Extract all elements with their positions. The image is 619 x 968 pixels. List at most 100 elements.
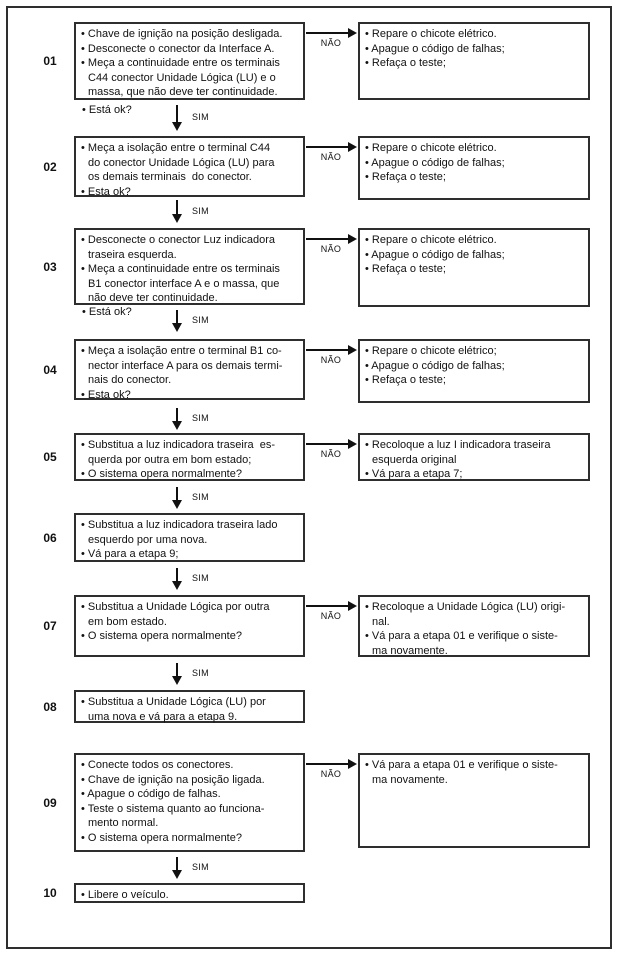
action-line: ma novamente. <box>372 773 448 786</box>
instruction-line: • Desconecte o conector da Interface A. <box>81 42 275 55</box>
nao-arrow-line <box>306 32 348 34</box>
instruction-line: • Meça a isolação entre o terminal C44 <box>81 142 271 154</box>
action-line: nal. <box>372 615 390 628</box>
instruction-line: • Meça a isolação entre o terminal B1 co… <box>81 345 282 357</box>
step-09-action-box: • Vá para a etapa 01 e verifique o siste… <box>358 753 590 848</box>
action-line: • Apague o código de falhas; <box>365 156 505 169</box>
instruction-line: • Esta ok? <box>81 388 131 401</box>
instruction-line: • Esta ok? <box>81 185 131 198</box>
instruction-line: • Meça a continuidade entre os terminais <box>81 57 280 69</box>
step-number: 01 <box>43 54 57 68</box>
nao-label: NÃO <box>320 611 342 621</box>
action-line: • Vá para a etapa 01 e verifique o siste… <box>365 759 558 771</box>
sim-arrow-head <box>172 676 182 685</box>
step-number: 06 <box>43 530 57 545</box>
instruction-line: traseira esquerda. <box>88 248 177 261</box>
sim-arrow-head <box>172 421 182 430</box>
action-line: • Repare o chicote elétrico; <box>365 345 497 357</box>
action-line: • Refaça o teste; <box>365 263 446 275</box>
step-number: 05 <box>43 450 57 464</box>
instruction-line: • O sistema opera normalmente? <box>81 630 242 642</box>
sim-label: SIM <box>192 862 209 872</box>
question-text: • Está ok? <box>82 104 132 116</box>
action-line: • Apague o código de falhas; <box>365 42 505 55</box>
sim-arrow-head <box>172 122 182 131</box>
instruction-line: mento normal. <box>88 817 159 829</box>
sim-label: SIM <box>192 413 209 423</box>
step-01-action-box: • Repare o chicote elétrico. • Apague o c… <box>358 22 590 100</box>
action-line: esquerda original <box>372 453 457 466</box>
nao-arrow-line <box>306 605 348 607</box>
nao-arrow-line <box>306 238 348 240</box>
nao-arrow-head <box>348 142 357 152</box>
instruction-line: B1 conector interface A e o massa, que <box>88 277 280 290</box>
question-text: • Está ok? <box>82 306 132 318</box>
step-number: 10 <box>43 886 57 900</box>
sim-arrow-line <box>176 857 178 871</box>
action-line: • Apague o código de falhas; <box>365 248 505 261</box>
action-line: • Refaça o teste; <box>365 374 446 386</box>
instruction-line: os demais terminais do conector. <box>88 171 252 183</box>
sim-label: SIM <box>192 112 209 122</box>
sim-arrow-head <box>172 581 182 590</box>
instruction-line: • Conecte todos os conectores. <box>81 759 234 771</box>
instruction-line: • Substitua a Unidade Lógica por outra <box>81 601 270 613</box>
action-line: ma novamente. <box>372 644 448 657</box>
step-03-instruction-box: • Desconecte o conector Luz indicadora tr… <box>74 228 305 305</box>
step-07-action-box: • Recoloque a Unidade Lógica (LU) origi-… <box>358 595 590 657</box>
nao-arrow-head <box>348 28 357 38</box>
instruction-line: querda por outra em bom estado; <box>88 453 252 466</box>
nao-arrow-head <box>348 601 357 611</box>
step-08-instruction-box: • Substitua a Unidade Lógica (LU) por uma… <box>74 690 305 723</box>
instruction-line: • Chave de ignição na posição ligada. <box>81 773 265 786</box>
nao-label: NÃO <box>320 355 342 365</box>
sim-label: SIM <box>192 205 209 216</box>
instruction-line: • Libere o veículo. <box>81 889 169 901</box>
instruction-line: • Substitua a Unidade Lógica (LU) por <box>81 696 266 708</box>
step-09-instruction-box: • Conecte todos os conectores. • Chave de… <box>74 753 305 852</box>
nao-label: NÃO <box>320 449 342 459</box>
sim-arrow-line <box>176 310 178 324</box>
sim-arrow-line <box>176 487 178 501</box>
instruction-line: C44 conector Unidade Lógica (LU) e o <box>88 71 276 84</box>
action-line: • Repare o chicote elétrico. <box>365 142 497 154</box>
action-line: • Recoloque a Unidade Lógica (LU) origi- <box>365 601 566 613</box>
nao-arrow-line <box>306 146 348 148</box>
nao-arrow-head <box>348 234 357 244</box>
step-06-instruction-box: • Substitua a luz indicadora traseira la… <box>74 513 305 562</box>
action-line: • Vá para a etapa 7; <box>365 468 463 480</box>
action-line: • Refaça o teste; <box>365 57 446 69</box>
step-10-instruction-box: • Libere o veículo. <box>74 883 305 903</box>
nao-arrow-line <box>306 443 348 445</box>
step-number: 04 <box>43 362 57 377</box>
step-04-instruction-box: • Meça a isolação entre o terminal B1 co… <box>74 339 305 401</box>
step-05-instruction-box: • Substitua a luz indicadora traseira es… <box>74 433 305 481</box>
step-number: 08 <box>43 699 57 714</box>
step-number: 07 <box>43 619 57 633</box>
step-03-action-box: • Repare o chicote elétrico.• Apague o c… <box>358 228 590 307</box>
step-02-action-box: • Repare o chicote elétrico. • Apague o c… <box>358 136 590 200</box>
instruction-line: • Apague o código de falhas. <box>81 788 221 800</box>
sim-arrow-line <box>176 568 178 582</box>
sim-label: SIM <box>192 315 209 325</box>
instruction-line: • Substitua a luz indicadora traseira la… <box>81 519 278 531</box>
sim-arrow-line <box>176 663 178 677</box>
instruction-line: • O sistema opera normalmente? <box>81 831 242 844</box>
sim-arrow-line <box>176 200 178 215</box>
step-number: 09 <box>43 795 57 810</box>
nao-label: NÃO <box>320 38 342 48</box>
instruction-line: uma nova e vá para a etapa 9. <box>88 710 238 723</box>
action-line: • Apague o código de falhas; <box>365 359 505 372</box>
instruction-line: • Vá para a etapa 9; <box>81 548 179 560</box>
sim-arrow-head <box>172 500 182 509</box>
nao-arrow-head <box>348 345 357 355</box>
action-line: • Refaça o teste; <box>365 171 446 183</box>
instruction-line: • Teste o sistema quanto ao funciona- <box>81 802 265 815</box>
action-line: • Repare o chicote elétrico. <box>365 28 497 40</box>
instruction-line: nector interface A para os demais termi- <box>88 359 283 372</box>
instruction-line: • Desconecte o conector Luz indicadora <box>81 234 276 246</box>
